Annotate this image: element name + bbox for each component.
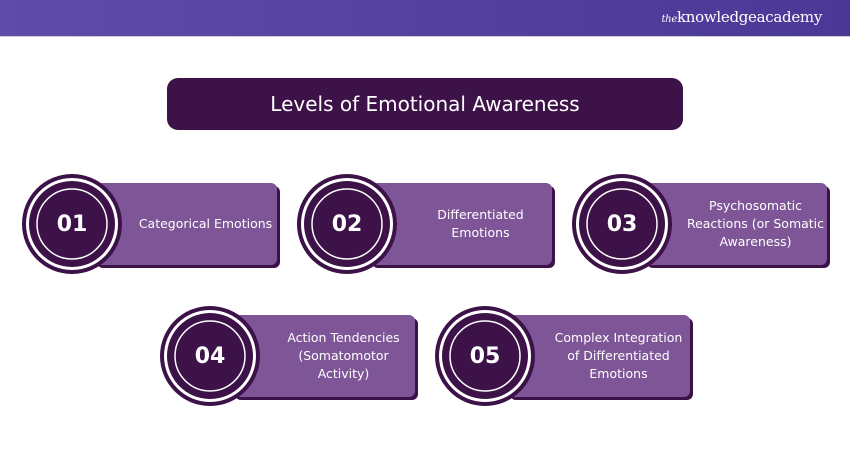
level-badge xyxy=(297,174,397,274)
brand-name: knowledgeacademy xyxy=(676,8,822,26)
level-number: 05 xyxy=(469,343,501,369)
level-badge xyxy=(435,306,535,406)
level-item: Differentiated Emotions 02 xyxy=(294,171,554,281)
level-card: Complex Integration of Differentiated Em… xyxy=(507,315,690,397)
level-badge xyxy=(572,174,672,274)
level-number: 04 xyxy=(194,343,226,369)
level-item: Categorical Emotions 01 xyxy=(19,171,279,281)
level-card: Categorical Emotions xyxy=(94,183,277,265)
level-item: Action Tendencies (Somatomotor Activity)… xyxy=(157,303,417,413)
level-item: Psychosomatic Reactions (or Somatic Awar… xyxy=(569,171,829,281)
level-item: Complex Integration of Differentiated Em… xyxy=(432,303,692,413)
header-bar: theknowledgeacademy xyxy=(0,0,850,37)
brand-prefix: the xyxy=(661,14,677,25)
level-number: 02 xyxy=(331,211,363,237)
brand-logo: theknowledgeacademy xyxy=(661,8,822,26)
level-card: Differentiated Emotions xyxy=(369,183,552,265)
level-card: Psychosomatic Reactions (or Somatic Awar… xyxy=(644,183,827,265)
level-label: Psychosomatic Reactions (or Somatic Awar… xyxy=(686,198,825,249)
level-label: Categorical Emotions xyxy=(138,216,273,231)
level-number: 03 xyxy=(606,211,638,237)
level-card: Action Tendencies (Somatomotor Activity) xyxy=(232,315,415,397)
level-badge xyxy=(160,306,260,406)
level-label: Differentiated Emotions xyxy=(437,207,524,240)
level-badge xyxy=(22,174,122,274)
level-label: Action Tendencies (Somatomotor Activity) xyxy=(287,330,400,381)
page-title: Levels of Emotional Awareness xyxy=(167,78,683,130)
level-number: 01 xyxy=(56,211,88,237)
level-label: Complex Integration of Differentiated Em… xyxy=(554,330,683,381)
